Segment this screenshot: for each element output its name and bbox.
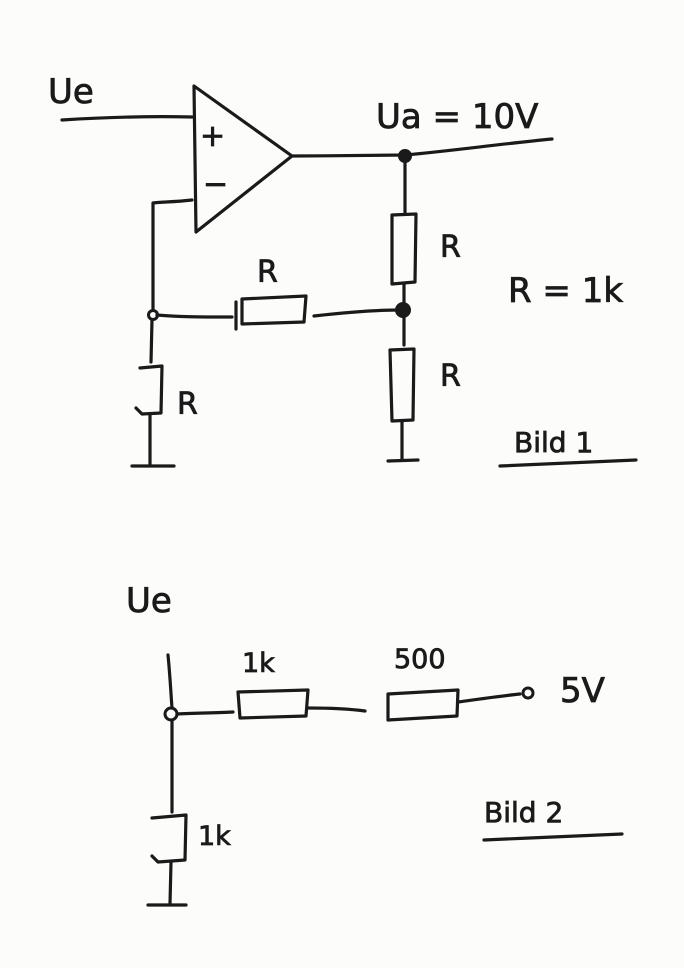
feedback-wire-left <box>155 313 234 319</box>
figure-1-caption: Bild 1 <box>514 426 593 459</box>
op-amp-minus-sign: − <box>203 167 228 202</box>
resistor-1k-ground <box>150 813 188 864</box>
negative-input-wire <box>151 198 194 314</box>
input-voltage-label-2: Ue <box>126 581 172 621</box>
divider-junction <box>395 302 411 318</box>
ground-resistor-wire-top <box>149 318 154 364</box>
source-terminal <box>521 686 535 700</box>
feedback-resistor-label: R <box>257 255 278 290</box>
ground-resistor-left <box>134 364 164 416</box>
resistor-500 <box>386 688 460 722</box>
figure-1-op-amp-circuit: + − Ue Ua = 10V R R R R R = 1k B <box>48 72 638 468</box>
figure-2-caption-underline <box>482 832 624 842</box>
input-voltage-label: Ue <box>48 72 94 112</box>
figure-2-divider-circuit: Ue 1k 500 5V 1k Bild 2 <box>126 581 624 907</box>
resistor-value-note: R = 1k <box>508 271 623 311</box>
divider-resistor-top <box>390 212 418 286</box>
output-wire <box>290 137 554 158</box>
chain-wire-1 <box>175 710 235 716</box>
resistor-500-label: 500 <box>394 644 446 675</box>
bottom-resistor-label: R <box>440 359 461 394</box>
node-junction <box>163 706 179 722</box>
input-wire-vertical <box>166 653 174 710</box>
resistor-1k-label: 1k <box>242 648 275 679</box>
top-resistor-label: R <box>440 230 461 265</box>
op-amp-symbol <box>192 84 294 234</box>
feedback-resistor <box>234 294 308 331</box>
ground-right <box>386 458 420 463</box>
resistor-1k-series <box>236 688 310 720</box>
chain-wire-3 <box>456 692 522 704</box>
output-voltage-label: Ua = 10V <box>376 97 538 137</box>
ground-resistor-label: R <box>177 387 198 422</box>
feedback-wire-right <box>312 308 402 318</box>
chain-wire-2 <box>306 706 367 713</box>
figure-1-caption-underline <box>498 458 638 468</box>
ground-branch-wire-bottom <box>168 860 173 906</box>
source-voltage-label: 5V <box>560 671 605 711</box>
op-amp-plus-sign: + <box>200 119 225 154</box>
input-wire <box>60 115 194 122</box>
figure-2-caption: Bild 2 <box>484 796 563 829</box>
ground-resistor-1k-label: 1k <box>198 821 231 852</box>
divider-resistor-bottom <box>388 347 416 423</box>
